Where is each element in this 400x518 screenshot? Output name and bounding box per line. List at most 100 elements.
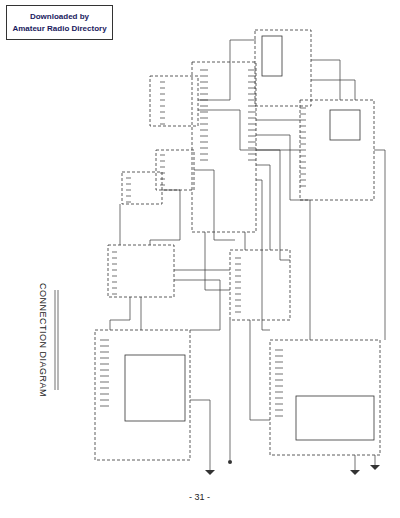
pin-stub (300, 120, 306, 121)
pin-stub (100, 406, 109, 407)
pin-stub (300, 168, 306, 169)
pin-stub (275, 350, 283, 351)
pin-stub (300, 150, 306, 151)
connector-pins (100, 70, 306, 416)
pin-stub (235, 312, 241, 313)
pin-stub (200, 130, 208, 131)
pin-stub (248, 160, 256, 161)
pin-stub (200, 82, 208, 83)
pin-stub (160, 179, 165, 180)
pin-stub (275, 392, 283, 393)
pin-stub (200, 106, 208, 107)
pin-stub (300, 186, 306, 187)
pin-stub (300, 180, 306, 181)
pin-stub (160, 94, 165, 95)
pin-stub (200, 88, 208, 89)
pin-stub (248, 106, 256, 107)
pin-stub (160, 124, 165, 125)
pin-stub (100, 388, 109, 389)
pin-stub (275, 362, 283, 363)
title-underline (55, 290, 58, 390)
pin-stub (200, 94, 208, 95)
pin-stub (200, 142, 208, 143)
pin-stub (160, 82, 165, 83)
pin-stub (248, 100, 256, 101)
pin-stub (248, 130, 256, 131)
pin-stub (275, 416, 283, 417)
pin-stub (235, 300, 241, 301)
pin-stub (160, 100, 165, 101)
pin-stub (248, 88, 256, 89)
page-number: - 31 - (189, 492, 210, 502)
pin-stub (300, 138, 306, 139)
pin-stub (112, 282, 117, 283)
pin-stub (235, 288, 241, 289)
pin-stub (112, 294, 117, 295)
unit-outlines (95, 30, 380, 460)
pin-stub (200, 118, 208, 119)
pin-stub (126, 190, 131, 191)
pin-stub (275, 374, 283, 375)
pin-stub (248, 94, 256, 95)
pin-stub (200, 70, 208, 71)
pin-stub (126, 184, 131, 185)
pin-stub (160, 118, 165, 119)
pin-stub (200, 124, 208, 125)
pin-stub (100, 376, 109, 377)
pin-stub (300, 162, 306, 163)
pin-stub (100, 382, 109, 383)
watermark-text: Amateur Radio Directory (11, 24, 108, 33)
pin-stub (100, 370, 109, 371)
pin-stub (300, 126, 306, 127)
pin-stub (100, 358, 109, 359)
pin-stub (112, 252, 117, 253)
pin-stub (100, 364, 109, 365)
pin-stub (275, 356, 283, 357)
pin-stub (235, 258, 241, 259)
pin-stub (126, 178, 131, 179)
pin-stub (100, 352, 109, 353)
pin-stub (275, 380, 283, 381)
pin-stub (248, 112, 256, 113)
pin-stub (300, 108, 306, 109)
pin-stub (248, 142, 256, 143)
pin-stub (126, 196, 131, 197)
pin-stub (248, 136, 256, 137)
pin-stub (200, 160, 208, 161)
pin-stub (160, 112, 165, 113)
pin-stub (248, 82, 256, 83)
pin-stub (300, 144, 306, 145)
pin-stub (160, 167, 165, 168)
pin-stub (235, 276, 241, 277)
pin-stub (235, 270, 241, 271)
pin-stub (248, 76, 256, 77)
pin-stub (235, 282, 241, 283)
pin-stub (235, 294, 241, 295)
pin-stub (100, 400, 109, 401)
watermark-text: Downloaded by (11, 12, 108, 21)
wires (110, 40, 385, 470)
pin-stub (235, 264, 241, 265)
pin-stub (275, 404, 283, 405)
pin-stub (300, 114, 306, 115)
diagram-title: CONNECTION DIAGRAM (38, 283, 48, 393)
pin-stub (300, 156, 306, 157)
pin-stub (160, 88, 165, 89)
pin-stub (235, 306, 241, 307)
pin-stub (112, 270, 117, 271)
pin-stub (160, 173, 165, 174)
watermark-box: Downloaded by Amateur Radio Directory (6, 5, 113, 40)
pin-stub (248, 118, 256, 119)
pin-stub (112, 288, 117, 289)
pin-stub (100, 346, 109, 347)
pin-stub (200, 154, 208, 155)
pin-stub (200, 112, 208, 113)
pin-stub (248, 124, 256, 125)
pin-stub (126, 202, 131, 203)
pin-stub (112, 258, 117, 259)
pin-stub (275, 368, 283, 369)
pin-stub (248, 148, 256, 149)
